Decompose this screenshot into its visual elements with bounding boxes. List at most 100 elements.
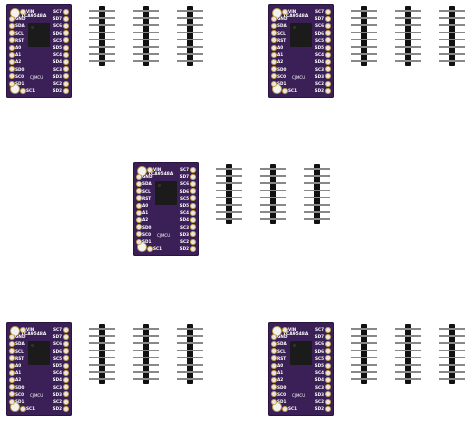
solder-pad [325, 73, 331, 80]
solder-pad [325, 362, 331, 369]
header-pin [177, 371, 203, 373]
header-plastic [405, 324, 411, 384]
solder-pad [271, 333, 277, 340]
pin-label-right: SC2 [179, 239, 189, 244]
solder-pad [9, 340, 15, 347]
header-pin [133, 342, 159, 344]
pin-label-left: SC0 [15, 73, 25, 79]
pin-label-right: SD7 [52, 334, 62, 340]
solder-pad [9, 355, 15, 362]
pin-label-right: SD3 [52, 391, 62, 397]
header-pin [395, 364, 421, 366]
pin-label-left: VIN [26, 9, 35, 14]
pin-label-right: SC2 [314, 399, 324, 404]
header-plastic [449, 6, 455, 66]
solder-pad [63, 398, 69, 405]
pin-label-right: SC4 [52, 52, 62, 58]
header-pin [304, 168, 330, 170]
solder-pad [325, 80, 331, 87]
solder-pad [9, 66, 15, 73]
mounting-hole [137, 166, 147, 176]
header-pin [133, 38, 159, 41]
solder-pad [271, 15, 277, 22]
header-pin [395, 349, 421, 352]
header-plastic [361, 6, 367, 66]
header-plastic [187, 6, 193, 66]
header-pin [304, 189, 330, 192]
header-pin [260, 204, 286, 206]
solder-pad [271, 30, 277, 37]
header-pin [395, 10, 421, 12]
pin-label-right: SC3 [314, 66, 324, 72]
header-pin [89, 356, 115, 359]
header-pin [351, 38, 377, 41]
pin-header [351, 324, 391, 384]
pin-label-right: SD4 [52, 59, 62, 65]
solder-pad [271, 66, 277, 73]
solder-pad [9, 369, 15, 376]
header-pin [439, 349, 465, 352]
pin-label-left: SC0 [277, 73, 287, 79]
solder-pad [271, 398, 277, 405]
header-pin [439, 10, 465, 12]
header-plastic [314, 164, 320, 224]
header-pin [177, 356, 203, 359]
pin-label-right: SD5 [179, 203, 189, 208]
solder-pad [282, 405, 288, 412]
board-title: TCA9548A [283, 332, 309, 337]
header-pin [304, 218, 330, 220]
board-title: TCA9548A [283, 14, 309, 19]
solder-pad [325, 348, 331, 355]
pin-label-left: SC1 [153, 246, 163, 252]
pin-header [304, 164, 344, 224]
header-pin [351, 46, 377, 48]
header-pin [177, 335, 203, 337]
pin-label-right: SD3 [314, 73, 324, 79]
solder-pad [325, 8, 331, 15]
pin-label-right: SC6 [179, 181, 189, 187]
pin-label-left: SD0 [142, 224, 152, 230]
solder-pad [9, 15, 15, 22]
header-pin [89, 46, 115, 48]
header-pin [439, 38, 465, 41]
pin-label-left: SDA [277, 341, 287, 347]
pin-label-right: SD4 [314, 377, 324, 383]
header-pin [260, 182, 286, 184]
solder-pad [271, 384, 277, 391]
header-pin [133, 328, 159, 330]
header-pin [133, 349, 159, 352]
header-plastic [99, 6, 105, 66]
header-pin [395, 378, 421, 380]
header-pin [133, 31, 159, 34]
pin-label-left: RST [277, 355, 287, 361]
pin-label-left: RST [142, 195, 152, 201]
header-pin [177, 46, 203, 48]
solder-pad [190, 180, 196, 187]
solder-pad [9, 376, 15, 383]
solder-pad [136, 224, 142, 231]
header-pin [133, 46, 159, 48]
pin-label-left: SDA [142, 181, 152, 187]
pin-label-left: RST [15, 37, 25, 43]
header-pin [395, 24, 421, 26]
pin-label-right: SD3 [52, 73, 62, 79]
header-pin [177, 60, 203, 62]
mounting-hole [10, 402, 20, 412]
header-pin [89, 364, 115, 366]
solder-pad [325, 391, 331, 398]
solder-pad [190, 188, 196, 195]
solder-pad [190, 216, 196, 223]
pin-label-left: A0 [277, 45, 284, 50]
pin-label-left: GND [15, 16, 26, 22]
pin-label-left: VIN [288, 9, 297, 14]
pin-label-right: SC3 [314, 384, 324, 390]
solder-pad [325, 37, 331, 44]
board-title: TCA9548A [21, 332, 47, 337]
header-pin [439, 371, 465, 373]
header-pin [260, 211, 286, 213]
pin-label-left: SCL [277, 30, 286, 36]
solder-pad [9, 80, 15, 87]
